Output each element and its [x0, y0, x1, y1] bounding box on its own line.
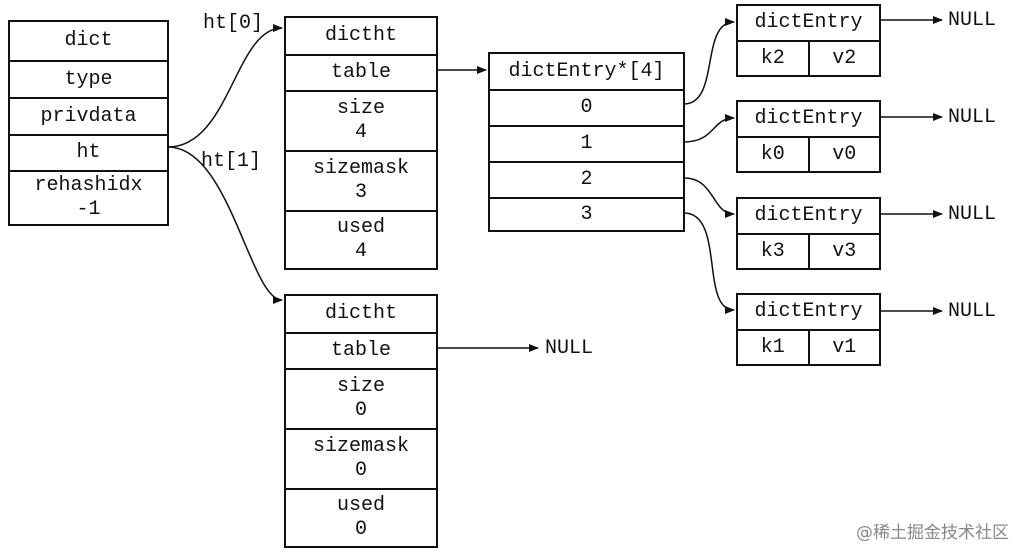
entry-value: v0 — [807, 138, 880, 171]
watermark: @稀土掘金技术社区 — [856, 523, 1009, 543]
type-cell: type — [10, 60, 167, 97]
entry2-null-label: NULL — [948, 203, 997, 226]
array-slot-2: 2 — [490, 161, 683, 197]
table-cell: table — [286, 54, 436, 90]
entry0-null-label: NULL — [948, 9, 997, 32]
dictentry-node: dictEntry k0 v0 — [736, 100, 881, 173]
array-slot-0: 0 — [490, 89, 683, 125]
slot3-arrow — [683, 212, 735, 314]
entry3-null-label: NULL — [948, 300, 997, 323]
privdata-cell: privdata — [10, 97, 167, 134]
array-title: dictEntry*[4] — [508, 59, 665, 83]
dict-cell: dict — [64, 29, 113, 52]
slot2-arrow — [683, 177, 735, 218]
array-slot-3: 3 — [490, 197, 683, 230]
table-cell: table — [286, 332, 436, 368]
entry-key: k2 — [760, 47, 785, 70]
dictentry-node: dictEntry k1 v1 — [736, 293, 881, 366]
entry-key: k3 — [760, 240, 785, 263]
entry-key: k1 — [760, 336, 785, 359]
dictentry-array: dictEntry*[4] 0 1 2 3 — [488, 52, 685, 232]
entry-value: v1 — [807, 331, 880, 364]
dictentry-title: dictEntry — [754, 204, 863, 227]
dictentry-kv: k1 v1 — [738, 329, 879, 364]
dictentry-kv: k0 v0 — [738, 136, 879, 171]
dict-struct: dict type privdata ht rehashidx -1 — [8, 20, 169, 226]
dictentry-node: dictEntry k2 v2 — [736, 4, 881, 77]
array-slot-1: 1 — [490, 125, 683, 161]
dictentry-kv: k3 v3 — [738, 233, 879, 268]
dictht-title: dictht — [324, 24, 397, 47]
dictentry-title: dictEntry — [754, 107, 863, 130]
ht1-label: ht[1] — [201, 150, 262, 173]
entry-value: v2 — [807, 42, 880, 75]
ht0-arrow — [167, 24, 283, 148]
entry-key: k0 — [760, 143, 785, 166]
entry1-null-label: NULL — [948, 106, 997, 129]
dictentry-title: dictEntry — [754, 300, 863, 323]
ht0-label: ht[0] — [203, 12, 264, 35]
entry-value: v3 — [807, 235, 880, 268]
slot1-arrow — [683, 114, 735, 143]
ht1-arrow — [167, 146, 283, 304]
rehashidx-cell: rehashidx -1 — [10, 170, 167, 224]
dictentry-kv: k2 v2 — [738, 40, 879, 75]
slot0-arrow — [683, 18, 735, 105]
ht1-table-null-label: NULL — [545, 337, 594, 360]
dictentry-title: dictEntry — [754, 11, 863, 34]
dictentry-node: dictEntry k3 v3 — [736, 197, 881, 270]
ht-cell: ht — [10, 134, 167, 170]
dictht-title: dictht — [324, 302, 397, 325]
